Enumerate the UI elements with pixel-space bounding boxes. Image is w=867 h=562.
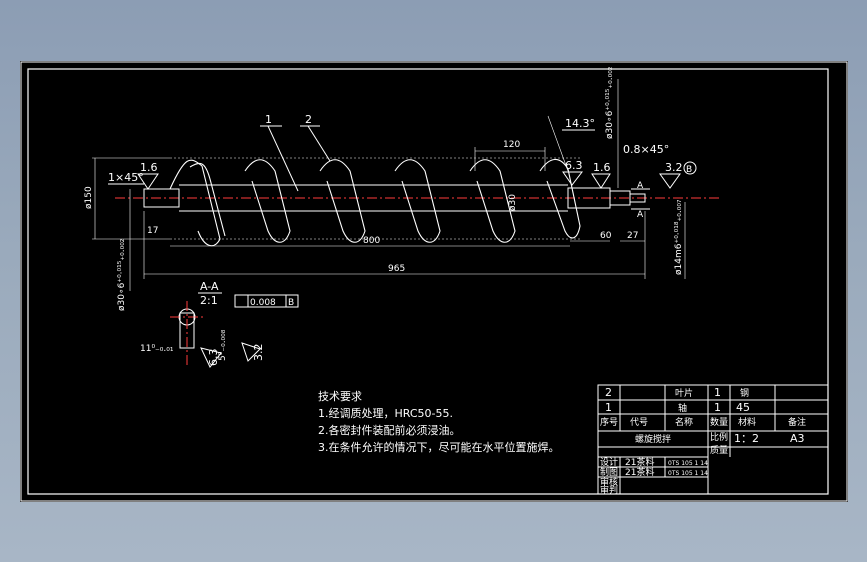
shaft-left-end [143, 188, 180, 208]
detail-dim-5: 5⁰₋₀.₀₀₈ [218, 329, 228, 361]
shaft-view [115, 157, 720, 247]
detail-scale: 2:1 [200, 294, 218, 307]
notes-item-3: 3.在条件允许的情况下，尽可能在水平位置施焊。 [318, 440, 560, 454]
part-1-qty: 1 [714, 401, 721, 414]
datum-label: B [686, 165, 692, 175]
check-label: 审核 [600, 476, 618, 488]
dim-chamfer-right: 0.8×45° [623, 143, 669, 156]
inner-frame [27, 68, 829, 495]
dimensions: 1×45° ø150 17 120 14.3° ø30 800 60 27 96… [84, 66, 686, 311]
header-name: 名称 [675, 416, 693, 428]
cad-drawing: 1 2 1×45° ø150 17 120 14.3° ø30 800 60 [20, 61, 848, 502]
notes-item-1: 1.经调质处理，HRC50-55. [318, 407, 453, 420]
dim-60: 60 [600, 231, 612, 241]
detail-roughness-a: 6.3 [207, 349, 220, 367]
dim-pitch-120: 120 [503, 140, 520, 150]
dim-angle: 14.3° [565, 117, 595, 130]
part-2-qty: 1 [714, 386, 721, 399]
dim-17: 17 [147, 226, 158, 236]
scale-value: 1：2 [734, 432, 759, 445]
roughness-2: 6.3 [565, 159, 583, 172]
part-1-name: 轴 [678, 402, 687, 414]
section-marks: A A [631, 181, 650, 220]
roughness-4: 3.2 [665, 161, 683, 174]
design-date: 0TS 105 1 14 [668, 460, 708, 467]
part-2-material: 钢 [740, 387, 749, 399]
tolerance-frame [234, 294, 299, 308]
callout-1: 1 [265, 113, 272, 126]
dim-800: 800 [363, 236, 380, 246]
drawing-sheet: 1 2 1×45° ø150 17 120 14.3° ø30 800 60 [20, 61, 848, 502]
part-callouts: 1 2 [260, 113, 331, 192]
section-detail: A-A 2:1 0.008 B 5⁰₋₀.₀₀₈ 11⁰₋₀.₀₁ 6.3 3.… [140, 280, 299, 368]
shaft-key-end [629, 193, 646, 203]
sheet-size: A3 [790, 432, 805, 445]
technical-notes: 技术要求 1.经调质处理，HRC50-55. 2.各密封件装配前必须浸油。 3.… [318, 390, 560, 454]
header-material: 材料 [738, 416, 756, 428]
dim-dia-30-left: ø30∘6⁺⁰·⁰¹⁵₊₀.₀₀₂ [117, 238, 127, 311]
dim-dia-30-right: ø30∘6⁺⁰·⁰¹⁵₊₀.₀₀₂ [605, 66, 615, 139]
tolerance-datum: B [288, 298, 294, 308]
roughness-1: 1.6 [140, 161, 158, 174]
outer-frame [20, 61, 848, 502]
header-remark: 备注 [788, 416, 806, 428]
dim-965: 965 [388, 264, 405, 274]
approve-label: 审判 [600, 484, 618, 496]
part-2-no: 2 [605, 386, 612, 399]
dim-dia-30-flight: ø30 [508, 194, 518, 211]
design-name: 21茶料 [625, 456, 654, 468]
drawing-name: 螺旋搅拌 [635, 433, 671, 445]
dim-chamfer-left: 1×45° [108, 171, 144, 184]
detail-title: A-A [200, 280, 219, 293]
dim-27: 27 [627, 231, 638, 241]
dim-dia-150: ø150 [84, 186, 94, 209]
draw-name: 21茶料 [625, 466, 654, 478]
draw-date: 0TS 105 1 14 [668, 470, 708, 477]
header-qty: 数量 [710, 416, 728, 428]
title-block: 2 叶片 1 钢 1 轴 1 45 序号 代号 名称 数量 材料 备注 螺旋搅拌… [597, 384, 829, 496]
roughness-3: 1.6 [593, 161, 611, 174]
dim-dia-14: ø14m6⁺⁰·⁰¹⁸₊₀.₀₀₇ [674, 199, 684, 275]
part-2-name: 叶片 [675, 387, 693, 399]
scale-label: 比例 [710, 431, 728, 443]
tolerance-value: 0.008 [250, 298, 276, 308]
notes-item-2: 2.各密封件装配前必须浸油。 [318, 423, 461, 437]
section-mark-bottom: A [637, 210, 644, 220]
callout-2: 2 [305, 113, 312, 126]
header-no: 序号 [600, 416, 618, 428]
section-mark-top: A [637, 181, 644, 191]
detail-dim-11: 11⁰₋₀.₀₁ [140, 344, 174, 354]
datum-circle [683, 161, 697, 175]
helical-flights [169, 158, 581, 247]
roughness-symbols: 1.6 6.3 1.6 3.2 B [137, 159, 697, 190]
part-1-material: 45 [736, 401, 750, 414]
design-label: 设计 [600, 456, 618, 468]
draw-label: 制图 [600, 466, 618, 478]
notes-heading: 技术要求 [318, 390, 362, 403]
part-1-no: 1 [605, 401, 612, 414]
header-code: 代号 [630, 417, 648, 428]
weight-label: 质量 [710, 444, 728, 456]
detail-roughness-b: 3.2 [252, 344, 265, 362]
